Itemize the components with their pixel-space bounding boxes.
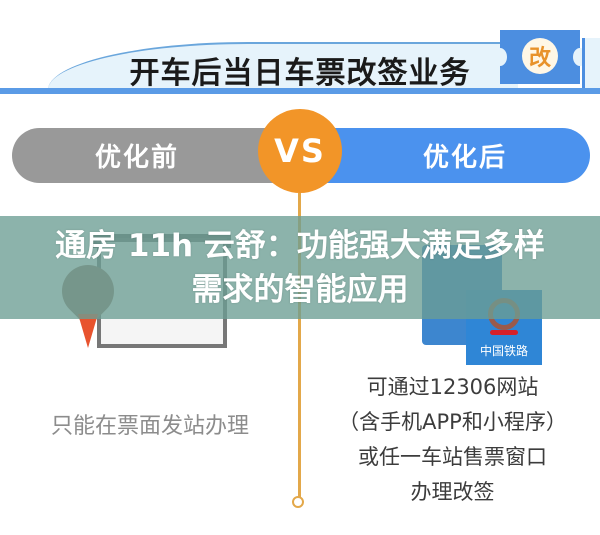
change-badge: 改 bbox=[522, 38, 558, 74]
railway-logo-bar bbox=[490, 330, 518, 335]
overlay-title: 通房 11h 云舒：功能强大满足多样需求的智能应用 bbox=[55, 227, 545, 308]
app-logo-label: 中国铁路 bbox=[479, 344, 528, 358]
vs-label: VS bbox=[274, 132, 326, 170]
after-line: （含手机APP和小程序） bbox=[338, 410, 567, 434]
before-description: 只能在票面发站办理 bbox=[50, 414, 249, 439]
ticket-strip bbox=[582, 38, 600, 88]
after-pill: 优化后 bbox=[300, 128, 590, 183]
after-line: 或任一车站售票窗口 bbox=[358, 445, 547, 469]
center-divider-line bbox=[298, 193, 301, 498]
ticket-notch-left bbox=[493, 48, 507, 66]
header-banner: 开车后当日车票改签业务 改 bbox=[0, 0, 600, 110]
pin-tip-icon bbox=[78, 314, 98, 348]
header-rail-line bbox=[0, 88, 600, 94]
before-label: 优化前 bbox=[94, 143, 179, 173]
before-pill: 优化前 bbox=[12, 128, 302, 183]
after-description: 可通过12306网站 （含手机APP和小程序） 或任一车站售票窗口 办理改签 bbox=[310, 370, 595, 510]
ticket-icon: 改 bbox=[493, 30, 587, 84]
after-label: 优化后 bbox=[422, 143, 507, 173]
after-line: 办理改签 bbox=[410, 480, 495, 504]
divider-end-dot bbox=[292, 496, 304, 508]
page-title: 开车后当日车票改签业务 bbox=[129, 56, 471, 91]
after-line: 可通过12306网站 bbox=[366, 375, 539, 399]
overlay-banner: 通房 11h 云舒：功能强大满足多样需求的智能应用 bbox=[0, 216, 600, 319]
vs-badge: VS bbox=[258, 109, 342, 193]
